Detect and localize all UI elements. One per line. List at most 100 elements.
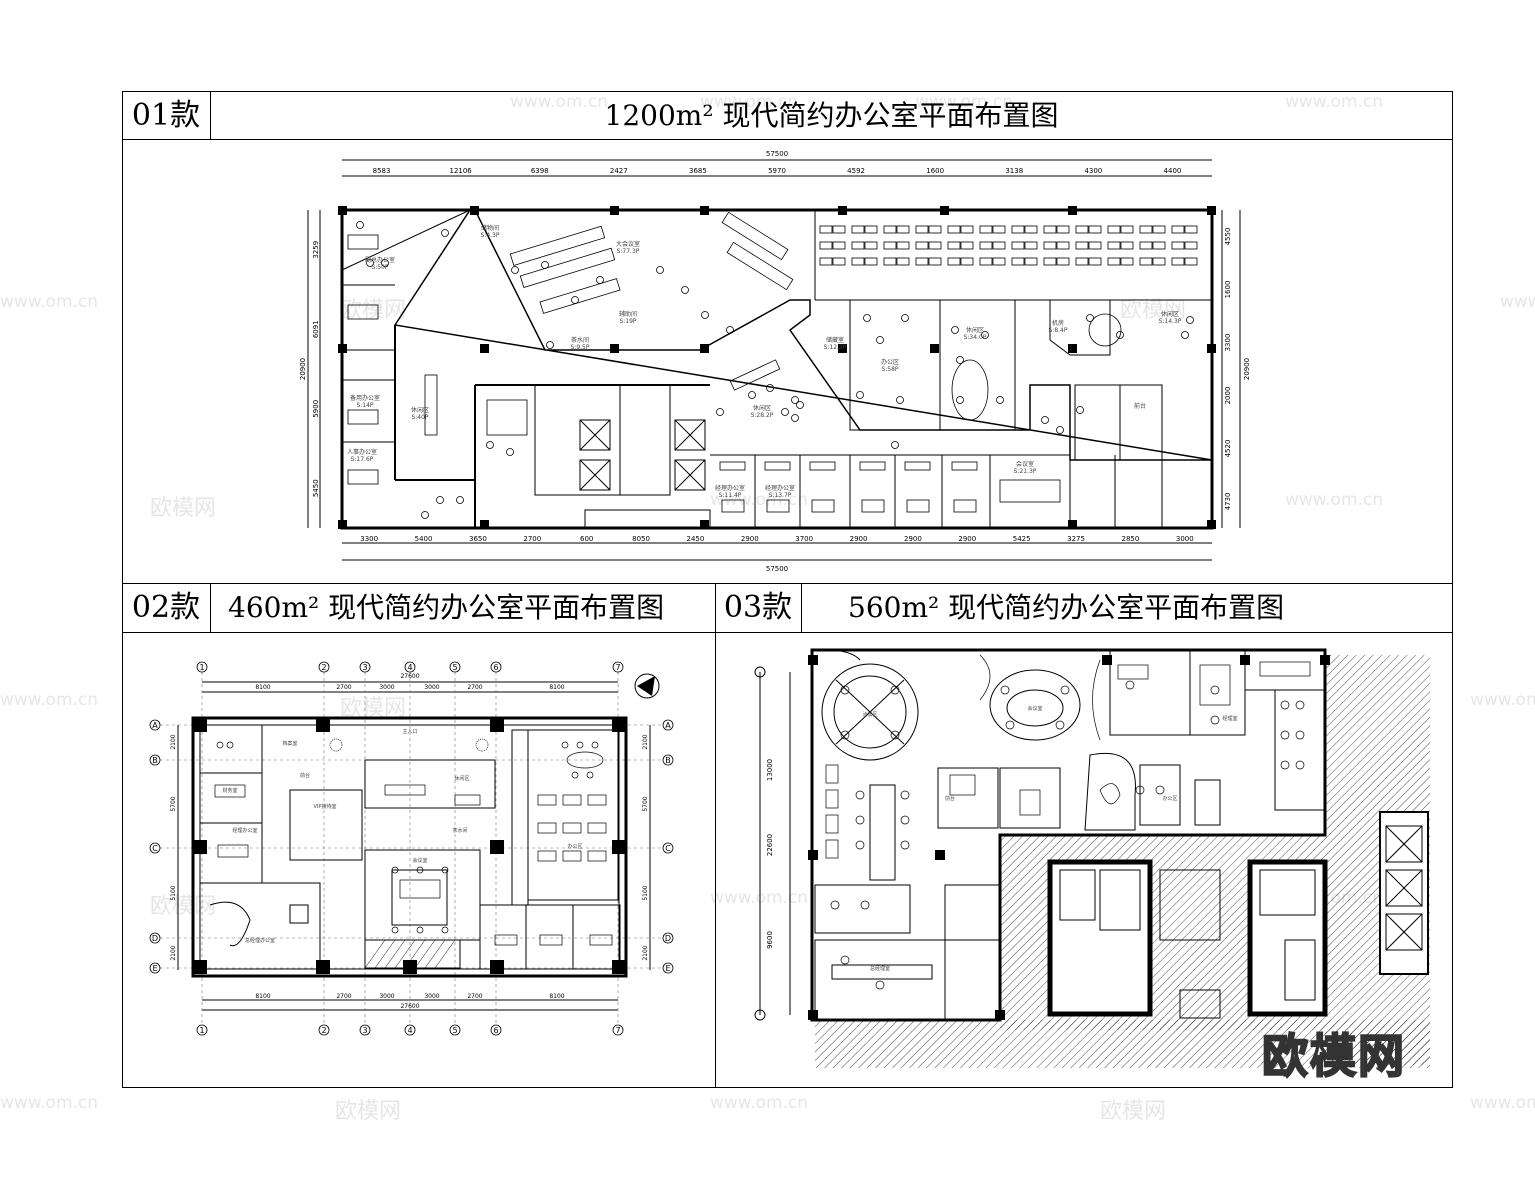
- panel2-tag: 02款: [131, 590, 201, 625]
- room-label: 储藏室: [826, 336, 844, 344]
- room-area: S:21.3P: [1014, 468, 1037, 475]
- room-label: 主入口: [402, 728, 417, 735]
- dim-top: 3685: [689, 167, 707, 175]
- axis-label-side: D: [665, 934, 671, 943]
- dim-total-top: 27600: [400, 673, 419, 680]
- axis-label-top: 1: [199, 1026, 204, 1035]
- axis-label-top: 2: [321, 663, 326, 672]
- dim-right: 2100: [642, 945, 649, 960]
- watermark-text: 欧模网: [1100, 1099, 1167, 1124]
- axis-label-top: 7: [615, 663, 620, 672]
- tag1-divider: [210, 91, 211, 139]
- panel3-tag: 03款: [723, 590, 793, 625]
- dim-left: 6091: [312, 320, 320, 338]
- room-label: 会议室: [412, 857, 427, 864]
- room-area: S:14.3P: [1159, 318, 1182, 325]
- dim-left: 2100: [170, 734, 177, 749]
- row2-top-rule: [122, 583, 1453, 584]
- dim-right: 1600: [1224, 281, 1232, 299]
- room-area: S:12.3P: [824, 344, 847, 351]
- dim-bottom: 2700: [336, 993, 351, 1000]
- brand-watermark: 欧模网: [1261, 1028, 1406, 1084]
- room-area: S:19P: [619, 318, 636, 325]
- dim-bottom: 2700: [523, 535, 541, 543]
- dim-right: 2100: [642, 734, 649, 749]
- watermark-text: www.om.cn: [700, 92, 799, 112]
- room-label: 经理办公室: [715, 484, 745, 492]
- room-label: 前台: [945, 795, 955, 802]
- dim-bottom: 2900: [741, 535, 759, 543]
- axis-label-side: E: [665, 964, 670, 973]
- axis-label-top: 4: [407, 1026, 412, 1035]
- axis-label-side: C: [152, 844, 158, 853]
- dim-right: 3300: [1224, 334, 1232, 352]
- panel1-tag: 01款: [131, 98, 201, 133]
- axis-label-top: 2: [321, 1026, 326, 1035]
- room-label: 茶水间: [571, 336, 589, 344]
- axis-label-side: A: [152, 721, 158, 730]
- dim-bottom: 3000: [1176, 535, 1194, 543]
- axis-label-top: 4: [407, 663, 412, 672]
- room-label: 休闲区: [753, 404, 771, 412]
- room-label: 休闲区: [966, 326, 984, 334]
- dim-top: 2700: [467, 684, 482, 691]
- dim-bottom: 2900: [904, 535, 922, 543]
- dim-left: 2100: [170, 945, 177, 960]
- room-label: 前台: [300, 772, 310, 779]
- dim-left: 9600: [766, 931, 774, 949]
- room-label: 办公区: [567, 843, 582, 850]
- room-area: S:58P: [881, 366, 898, 373]
- dim-top: 2427: [610, 167, 628, 175]
- watermark-text: www.om.cn: [1500, 292, 1535, 312]
- room-label: 会议室: [1027, 705, 1042, 712]
- dim-bottom: 5425: [1013, 535, 1031, 543]
- dim-top: 1600: [926, 167, 944, 175]
- watermark-text: www.om.cn: [1285, 490, 1384, 510]
- axis-label-top: 5: [452, 663, 457, 672]
- dim-right: 5100: [642, 885, 649, 900]
- room-label: 机房: [1052, 319, 1064, 327]
- dim-top: 8100: [255, 684, 270, 691]
- dim-left: 3259: [312, 241, 320, 259]
- room-label: 经理室: [1222, 715, 1237, 722]
- watermark-text: www.om.cn: [1470, 1093, 1535, 1113]
- room-area: S:4.3P: [481, 232, 500, 239]
- room-label: 储物间: [481, 224, 499, 232]
- room-area: S:13.7P: [769, 492, 792, 499]
- dim-top: 3000: [379, 684, 394, 691]
- dim-bottom: 3000: [424, 993, 439, 1000]
- room-area: S:11.4P: [719, 492, 742, 499]
- dim-bottom: 8050: [632, 535, 650, 543]
- axis-label-top: 3: [362, 663, 367, 672]
- axis-label-top: 6: [493, 663, 498, 672]
- dim-bottom: 3000: [379, 993, 394, 1000]
- dim-top: 4400: [1164, 167, 1182, 175]
- dim-right: 4550: [1224, 228, 1232, 246]
- drawing-sheet: [122, 91, 1453, 1088]
- dim-bottom: 3650: [469, 535, 487, 543]
- room-label: 办公区: [1162, 795, 1177, 802]
- room-label: 经理办公室: [765, 484, 795, 492]
- dim-top: 4300: [1084, 167, 1102, 175]
- dim-bottom: 8100: [549, 993, 564, 1000]
- axis-label-side: E: [152, 964, 157, 973]
- watermark-text: 欧模网: [1120, 298, 1187, 323]
- dim-right: 5700: [642, 796, 649, 811]
- watermark-text: www.om.cn: [0, 1093, 99, 1113]
- dim-bottom: 2450: [687, 535, 705, 543]
- axis-label-top: 3: [362, 1026, 367, 1035]
- axis-label-top: 1: [199, 663, 204, 672]
- dim-top: 2700: [336, 684, 351, 691]
- dim-bottom: 2900: [958, 535, 976, 543]
- room-area: S:34.0P: [964, 334, 987, 341]
- room-area: S:40P: [411, 414, 428, 421]
- axis-label-side: A: [665, 721, 671, 730]
- room-area: S:77.3P: [617, 248, 640, 255]
- room-area: S:9.5P: [571, 344, 590, 351]
- room-label: 休闲区: [454, 775, 469, 782]
- room-area: S:50P: [371, 264, 388, 271]
- dim-top: 6398: [531, 167, 549, 175]
- room-area: S:17.6P: [351, 456, 374, 463]
- watermark-text: 欧模网: [150, 496, 217, 521]
